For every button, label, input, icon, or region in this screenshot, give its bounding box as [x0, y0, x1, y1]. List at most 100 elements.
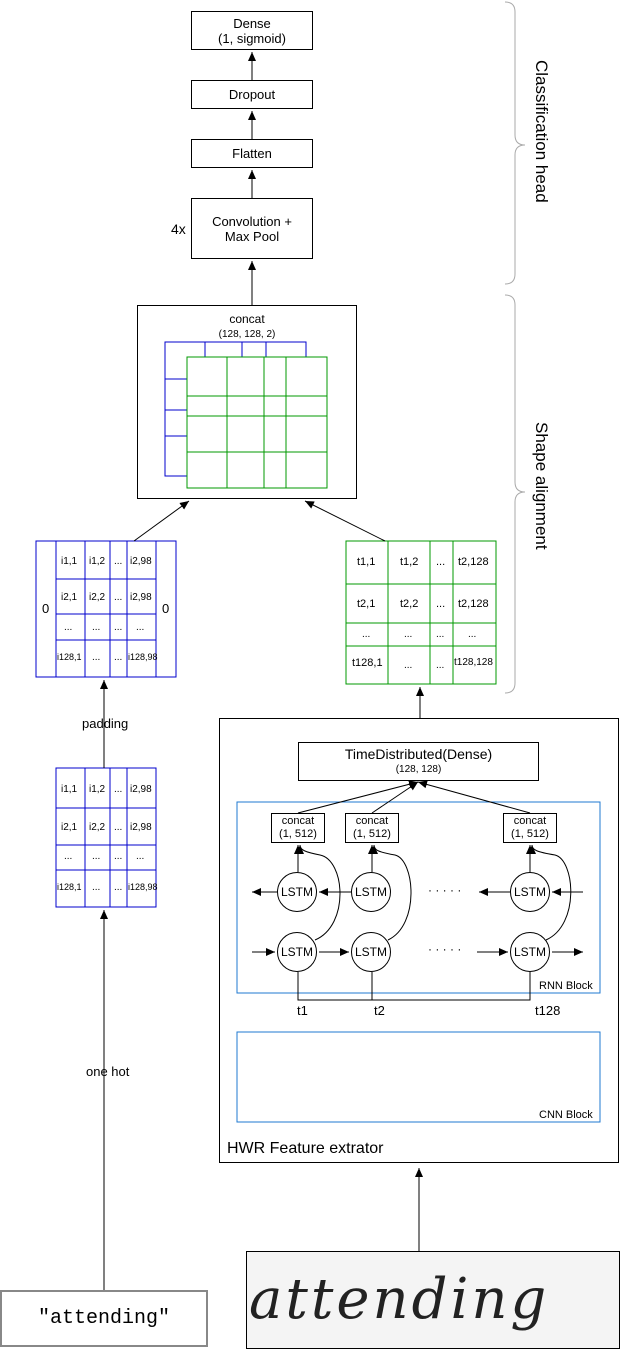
- lstm-backward-2: LSTM: [351, 872, 391, 912]
- lstm-forward-1: LSTM: [277, 932, 317, 972]
- timestep-bracket: [297, 972, 531, 1001]
- arrow-lstm-f3-to-concat: [528, 844, 572, 941]
- time-distributed-box: TimeDistributed(Dense) (128, 128): [298, 742, 539, 781]
- matrix-cell: i2,1: [61, 592, 78, 603]
- matrix-cell: ...: [136, 622, 145, 633]
- flatten-box: Flatten: [191, 139, 313, 168]
- matrix-cell: t1,2: [400, 556, 419, 568]
- concat-shape: (128, 128, 2): [218, 329, 276, 340]
- matrix-cell: i1,2: [89, 556, 106, 567]
- lstm-backward-1: LSTM: [277, 872, 317, 912]
- rnn-block-label: RNN Block: [539, 980, 593, 992]
- dropout-box: Dropout: [191, 80, 313, 109]
- dense-box: Dense (1, sigmoid): [191, 11, 313, 50]
- matrix-cell: i2,98: [130, 784, 152, 795]
- matrix-cell: ...: [114, 622, 123, 633]
- lstm-backward-n: LSTM: [510, 872, 550, 912]
- concat-title: concat: [513, 815, 547, 827]
- lstm-label: LSTM: [280, 945, 313, 959]
- arrow-padded-to-concat: [133, 500, 190, 542]
- matrix-cell: ...: [136, 851, 145, 862]
- classification-head-label: Classification head: [532, 60, 551, 203]
- t-matrix-grid: [345, 540, 497, 685]
- matrix-cell: i2,1: [61, 822, 78, 833]
- arrow-lstm-f2-to-concat: [370, 844, 412, 941]
- arrow-concat3-to-td: [417, 780, 531, 814]
- matrix-cell: i1,1: [61, 556, 78, 567]
- matrix-cell: ...: [362, 629, 371, 640]
- matrix-cell: ...: [92, 851, 101, 862]
- matrix-cell: t2,128: [458, 556, 489, 568]
- concat-shape: (1, 512): [511, 828, 549, 840]
- timestep-t128-label: t128: [535, 1003, 561, 1018]
- matrix-cell: i2,2: [89, 592, 106, 603]
- matrix-cell: t2,128: [458, 598, 489, 610]
- matrix-cell: t128,128: [454, 657, 493, 668]
- pad-right-zero: 0: [162, 601, 170, 616]
- matrix-cell: t2,2: [400, 598, 419, 610]
- rnn-concat-box-3: concat (1, 512): [503, 813, 557, 843]
- matrix-cell: i1,1: [61, 784, 78, 795]
- lstm-label: LSTM: [354, 885, 387, 899]
- matrix-cell: ...: [436, 556, 446, 568]
- lstm-forward-2: LSTM: [351, 932, 391, 972]
- matrix-cell: ...: [92, 882, 101, 893]
- matrix-cell: i128,1: [57, 652, 82, 662]
- rnn-concat-box-1: concat (1, 512): [271, 813, 325, 843]
- matrix-cell: ...: [114, 882, 123, 893]
- matrix-cell: t2,1: [357, 598, 376, 610]
- timestep-t2-label: t2: [374, 1003, 385, 1018]
- time-distributed-label: TimeDistributed(Dense): [344, 745, 493, 762]
- lstm-ellipsis-forward: · · · · ·: [428, 942, 462, 956]
- dense-activation: (1, sigmoid): [218, 30, 286, 46]
- arrow-t-to-concat: [304, 500, 386, 542]
- concat-green-grid: [186, 356, 328, 489]
- handwriting-text: attending: [249, 1267, 550, 1332]
- concat-title: concat: [355, 815, 389, 827]
- pad-left-zero: 0: [42, 601, 50, 616]
- cnn-block-label: CNN Block: [539, 1109, 593, 1121]
- dense-label: Dense: [233, 15, 271, 31]
- matrix-cell: ...: [114, 652, 123, 663]
- matrix-cell: i128,1: [57, 882, 82, 892]
- matrix-cell: i2,98: [130, 592, 152, 603]
- time-distributed-shape: (128, 128): [395, 763, 442, 775]
- classification-brace: [504, 1, 526, 285]
- arrow-concat1-to-td: [297, 780, 419, 814]
- matrix-cell: ...: [436, 598, 446, 610]
- onehot-label: one hot: [86, 1064, 130, 1079]
- maxpool-label: Max Pool: [224, 228, 280, 244]
- onehot-matrix-grid: [55, 767, 157, 908]
- matrix-cell: ...: [436, 629, 445, 640]
- matrix-cell: ...: [404, 629, 413, 640]
- matrix-cell: ...: [114, 822, 123, 833]
- matrix-cell: t128,1: [352, 657, 383, 669]
- hwr-feature-extractor: HWR Feature extrator: [219, 718, 619, 1163]
- conv-pool-box: Convolution + Max Pool: [191, 198, 313, 259]
- rnn-concat-box-2: concat (1, 512): [345, 813, 399, 843]
- matrix-cell: ...: [404, 660, 413, 671]
- padding-label: padding: [82, 716, 129, 731]
- concat-shape: (1, 512): [353, 828, 391, 840]
- concat-box: concat (128, 128, 2): [137, 305, 357, 499]
- dropout-label: Dropout: [228, 87, 276, 102]
- matrix-cell: ...: [64, 622, 73, 633]
- matrix-cell: ...: [468, 629, 477, 640]
- matrix-cell: i128,98: [128, 882, 158, 892]
- matrix-cell: i1,2: [89, 784, 106, 795]
- padded-matrix-grid: [35, 540, 177, 678]
- timestep-t1-label: t1: [297, 1003, 308, 1018]
- arrow-lstm-f1-to-concat: [296, 844, 341, 941]
- shape-alignment-label: Shape alignment: [532, 422, 551, 550]
- lstm-label: LSTM: [354, 945, 387, 959]
- lstm-forward-n: LSTM: [510, 932, 550, 972]
- rnn-block-border: [236, 801, 601, 994]
- lstm-ellipsis-backward: · · · · ·: [428, 883, 462, 897]
- input-text: "attending": [37, 1307, 171, 1330]
- repeat-label: 4x: [171, 221, 186, 237]
- lstm-label: LSTM: [280, 885, 313, 899]
- matrix-cell: i2,98: [130, 556, 152, 567]
- matrix-cell: ...: [114, 556, 123, 567]
- concat-title: concat: [281, 815, 315, 827]
